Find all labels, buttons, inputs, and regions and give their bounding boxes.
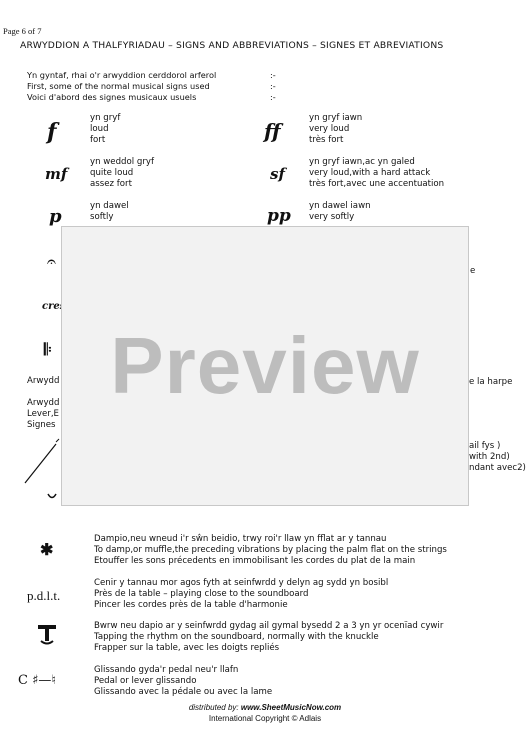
partial-text-arwydd-2: Arwydd	[27, 398, 60, 408]
footer-site-link[interactable]: www.SheetMusicNow.com	[240, 703, 342, 712]
pdlt-description: Cenir y tannau mor agos fyth at seinfwrd…	[94, 578, 389, 610]
sforzando-description: yn gryf iawn,ac yn galed very loud,with …	[309, 157, 445, 189]
preview-watermark: Preview	[61, 226, 469, 506]
partial-text-la-harpe: e la harpe	[469, 377, 513, 387]
curve-icon	[47, 493, 57, 499]
forte-symbol: f	[47, 119, 57, 145]
glissando-line-icon	[24, 438, 60, 484]
glissando-description: Glissando gyda'r pedal neu'r llafn Pedal…	[94, 665, 273, 697]
footer-copyright: International Copyright © Adlais	[208, 714, 322, 723]
crescendo-symbol: cres	[42, 301, 66, 312]
knuckle-tap-icon	[38, 625, 56, 645]
pdlt-symbol: p.d.l.t.	[27, 588, 61, 603]
mezzoforte-description: yn weddol gryf quite loud assez fort	[90, 157, 154, 189]
pianissimo-symbol: pp	[267, 206, 291, 226]
partial-text-with-2nd: with 2nd)	[469, 452, 510, 462]
damp-description: Dampio,neu wneud i'r sŵn beidio, trwy ro…	[94, 534, 447, 566]
repeat-sign-icon: 𝄆	[44, 340, 52, 359]
sforzando-symbol: sf	[270, 165, 285, 183]
intro-line-french: Voici d'abord des signes musicaux usuels…	[27, 92, 276, 102]
intro-line-welsh: Yn gyntaf, rhai o'r arwyddion cerddorol …	[27, 70, 276, 80]
glissando-pedal-symbol: C ♯—♮	[18, 673, 57, 688]
partial-text-ail-fys: ail fys )	[469, 441, 501, 451]
fortissimo-symbol: ff	[264, 119, 281, 143]
page-heading: ARWYDDION A THALFYRIADAU – SIGNS AND ABB…	[20, 40, 444, 51]
partial-text-lever: Lever,E	[27, 409, 59, 419]
partial-text-signes: Signes	[27, 420, 56, 430]
intro-line-english: First, some of the normal musical signs …	[27, 81, 276, 91]
piano-symbol: p	[49, 206, 62, 227]
knuckle-description: Bwrw neu dapio ar y seinfwrdd gydag ail …	[94, 621, 444, 653]
pianissimo-description: yn dawel iawn very softly	[309, 201, 371, 222]
partial-text-arwydd: Arwydd	[27, 376, 60, 386]
forte-description: yn gryf loud fort	[90, 113, 121, 145]
partial-text-ndant: ndant avec2)	[469, 463, 526, 473]
fermata-icon: 𝄐	[47, 252, 56, 271]
partial-text-e: e	[470, 266, 476, 276]
fortissimo-description: yn gryf iawn very loud très fort	[309, 113, 363, 145]
asterisk-damp-icon: ✱	[40, 540, 54, 559]
page-number: Page 6 of 7	[3, 26, 42, 36]
piano-description: yn dawel softly	[90, 201, 129, 222]
footer-distributed: distributed by: www.SheetMusicNow.com	[188, 703, 342, 712]
mezzoforte-symbol: mf	[45, 165, 68, 183]
